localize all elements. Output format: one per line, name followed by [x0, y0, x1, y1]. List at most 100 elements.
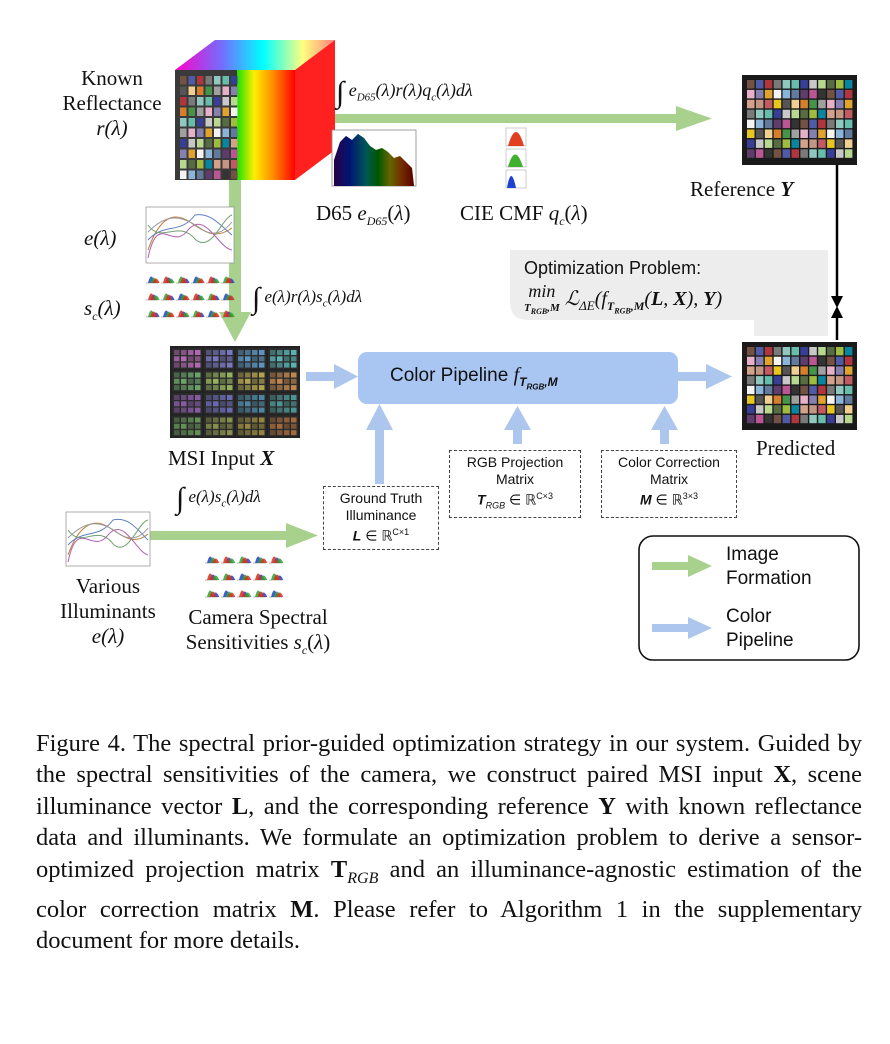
- reference-patch: [836, 80, 844, 89]
- predicted-patch: [800, 395, 808, 404]
- reference-patch: [791, 99, 799, 109]
- pipeline-diagram: [65, 40, 860, 661]
- msi-tile-patch: [291, 430, 297, 436]
- reference-patch: [818, 149, 826, 158]
- sensitivity-peak: [223, 310, 230, 317]
- reference-patch: [791, 119, 799, 129]
- msi-tile-patch: [252, 423, 258, 429]
- reference-patch: [836, 129, 844, 138]
- msi-tile-patch: [284, 430, 290, 436]
- reference-patch: [809, 129, 817, 138]
- msi-tile-patch: [195, 356, 201, 362]
- msi-tile-patch: [188, 417, 194, 423]
- predicted-patch: [773, 376, 782, 385]
- reference-patch: [800, 139, 808, 148]
- cube-patch: [214, 128, 221, 137]
- msi-tile-patch: [238, 423, 244, 429]
- predicted-patch: [827, 347, 835, 356]
- predicted-patch: [836, 356, 844, 365]
- predicted-patch: [818, 385, 826, 395]
- msi-tile-patch: [284, 423, 290, 429]
- msi-tile-patch: [238, 378, 244, 384]
- msi-integral: ∫ e(λ)r(λ)sc(λ)dλ: [252, 282, 363, 315]
- msi-tile-patch: [238, 407, 244, 413]
- reference-patch: [764, 119, 773, 129]
- msi-tile-patch: [277, 385, 283, 391]
- msi-tile-patch: [245, 356, 251, 362]
- msi-tile-patch: [195, 362, 201, 368]
- msi-tile-patch: [270, 385, 276, 391]
- sensitivity-peak: [276, 592, 284, 597]
- msi-tile-patch: [252, 395, 258, 400]
- msi-tile-patch: [252, 356, 258, 362]
- legend-image-formation: Image Formation: [726, 544, 812, 589]
- msi-tile-patch: [188, 395, 194, 400]
- cube-patch: [205, 128, 212, 137]
- sensitivity-peak: [260, 575, 268, 580]
- msi-tile-patch: [259, 407, 265, 413]
- msi-tile-patch: [195, 372, 201, 378]
- predicted-patch: [844, 385, 853, 395]
- predicted-patch: [791, 395, 799, 404]
- reference-patch: [782, 149, 791, 158]
- blue-arrow-msi-to-pipeline: [306, 364, 358, 389]
- color-correction-box: Color Correction Matrix M ∈ ℝ3×3: [601, 450, 737, 518]
- msi-tile: [204, 393, 234, 414]
- msi-tile-patch: [213, 430, 219, 436]
- cube-patch: [222, 107, 229, 116]
- msi-tile-patch: [227, 401, 233, 407]
- msi-tile-patch: [195, 417, 201, 423]
- cube-patch: [214, 118, 221, 127]
- msi-tile-patch: [227, 378, 233, 384]
- cube-patch: [197, 86, 204, 95]
- msi-tile: [236, 370, 266, 392]
- msi-tile-patch: [291, 401, 297, 407]
- reference-patch: [836, 139, 844, 148]
- optimization-title: Optimization Problem:: [524, 258, 702, 278]
- cube-patch: [205, 118, 212, 127]
- predicted-patch: [818, 347, 826, 356]
- reference-patch: [827, 139, 835, 148]
- predicted-patch: [836, 347, 844, 356]
- predicted-patch: [747, 395, 755, 404]
- msi-tile-patch: [220, 395, 226, 400]
- msi-tile-patch: [238, 356, 244, 362]
- sc-lambda-label: sc(λ): [84, 296, 121, 324]
- cube-patch: [231, 149, 238, 158]
- reference-patch: [844, 109, 853, 119]
- sensitivity-peak: [241, 557, 249, 563]
- reference-patch: [818, 109, 826, 119]
- figure-caption: Figure 4. The spectral prior-guided opti…: [36, 730, 862, 955]
- msi-tile-patch: [174, 407, 180, 413]
- reference-patch: [747, 80, 755, 89]
- cube-patch: [231, 170, 238, 179]
- predicted-patch: [791, 405, 799, 414]
- reference-patch: [791, 109, 799, 119]
- reference-patch: [844, 89, 853, 99]
- predicted-patch: [844, 366, 853, 375]
- reference-patch: [800, 99, 808, 109]
- msi-tile-patch: [206, 372, 212, 378]
- predicted-checker-icon: [742, 342, 857, 430]
- reference-patch: [791, 139, 799, 148]
- predicted-patch: [809, 347, 817, 356]
- msi-tile-patch: [252, 407, 258, 413]
- cube-patch: [214, 97, 221, 106]
- msi-input-label: MSI Input X: [168, 446, 275, 470]
- predicted-patch: [764, 347, 773, 356]
- cube-patch: [231, 118, 238, 127]
- predicted-patch: [747, 385, 755, 395]
- cube-patch: [222, 160, 229, 169]
- sensitivity-peak: [209, 591, 217, 597]
- predicted-patch: [791, 414, 799, 424]
- predicted-patch: [764, 356, 773, 365]
- cube-patch: [197, 170, 204, 179]
- msi-tile-patch: [213, 362, 219, 368]
- msi-tile-patch: [195, 407, 201, 413]
- msi-tile: [236, 348, 266, 369]
- black-arrow-predicted-up: [831, 306, 843, 340]
- reference-patch: [782, 89, 791, 99]
- msi-tile-patch: [259, 350, 265, 355]
- msi-tile-patch: [270, 356, 276, 362]
- msi-tile-patch: [188, 401, 194, 407]
